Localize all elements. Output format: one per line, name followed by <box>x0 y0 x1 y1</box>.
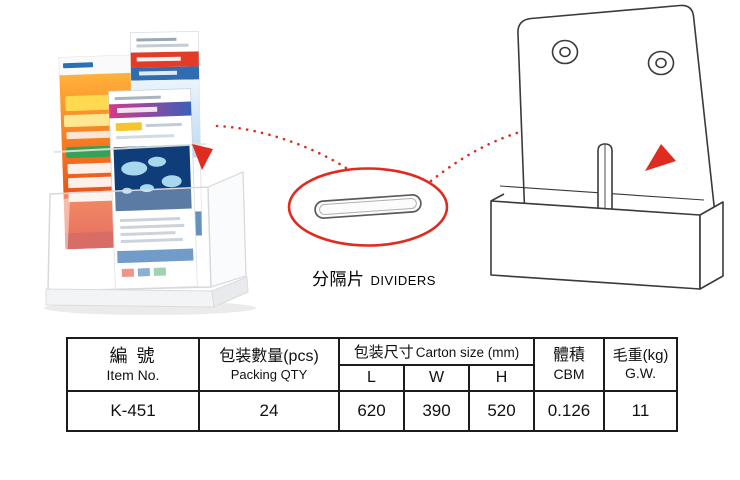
dividers-label-en: DIVIDERS <box>370 273 436 288</box>
header-carton-size-en: Carton size (mm) <box>415 345 520 360</box>
table-row: K-451 24 620 390 520 0.126 11 <box>66 390 678 432</box>
header-packing-qty-cn: 包装數量(pcs) <box>219 347 319 365</box>
screw-hole-left-inner <box>559 46 571 58</box>
top-graphics <box>44 4 724 315</box>
header-gw-en: G.W. <box>624 365 657 382</box>
cell-packing-qty: 24 <box>198 390 340 432</box>
divider-callout <box>287 167 449 247</box>
cell-height: 520 <box>468 390 535 432</box>
header-gw-cn: 毛重(kg) <box>612 346 669 364</box>
screw-hole-right-inner <box>655 57 667 69</box>
pointer-arrow-icon <box>192 144 213 170</box>
header-cbm-cn: 體積 <box>552 347 585 365</box>
dotted-curve-right <box>429 121 654 183</box>
cell-width: 390 <box>403 390 470 432</box>
dividers-label-cn: 分隔片 <box>312 270 365 289</box>
header-col-w: W <box>403 364 470 392</box>
cell-gw: 11 <box>603 390 678 432</box>
dotted-curve-left <box>215 124 354 174</box>
pocket-right-side <box>699 201 724 290</box>
header-packing-qty-en: Packing QTY <box>230 366 308 382</box>
header-cbm-en: CBM <box>553 366 585 383</box>
cell-item-no: K-451 <box>66 390 200 432</box>
header-cbm: 體積 CBM <box>533 337 605 392</box>
cell-length: 620 <box>338 390 405 432</box>
pointer-arrow-icon-2 <box>645 144 676 171</box>
header-carton-size-cn: 包装尺寸 <box>353 344 414 361</box>
pocket-left-top-edge <box>490 193 505 202</box>
header-item-no: 編 號 Item No. <box>66 337 200 392</box>
header-col-l: L <box>338 364 405 392</box>
divider-piece-icon <box>314 194 422 219</box>
acrylic-holder <box>45 143 249 308</box>
cell-cbm: 0.126 <box>533 390 605 432</box>
header-item-no-en: Item No. <box>106 367 160 384</box>
header-packing-qty: 包装數量(pcs) Packing QTY <box>198 337 340 392</box>
header-gw: 毛重(kg) G.W. <box>603 337 678 392</box>
header-col-h: H <box>468 364 535 392</box>
pocket-front-face <box>490 200 701 290</box>
dividers-label: 分隔片 DIVIDERS <box>276 265 472 290</box>
holder-line-drawing <box>490 4 724 290</box>
product-photo <box>44 30 256 315</box>
header-item-no-cn: 編 號 <box>109 345 157 366</box>
